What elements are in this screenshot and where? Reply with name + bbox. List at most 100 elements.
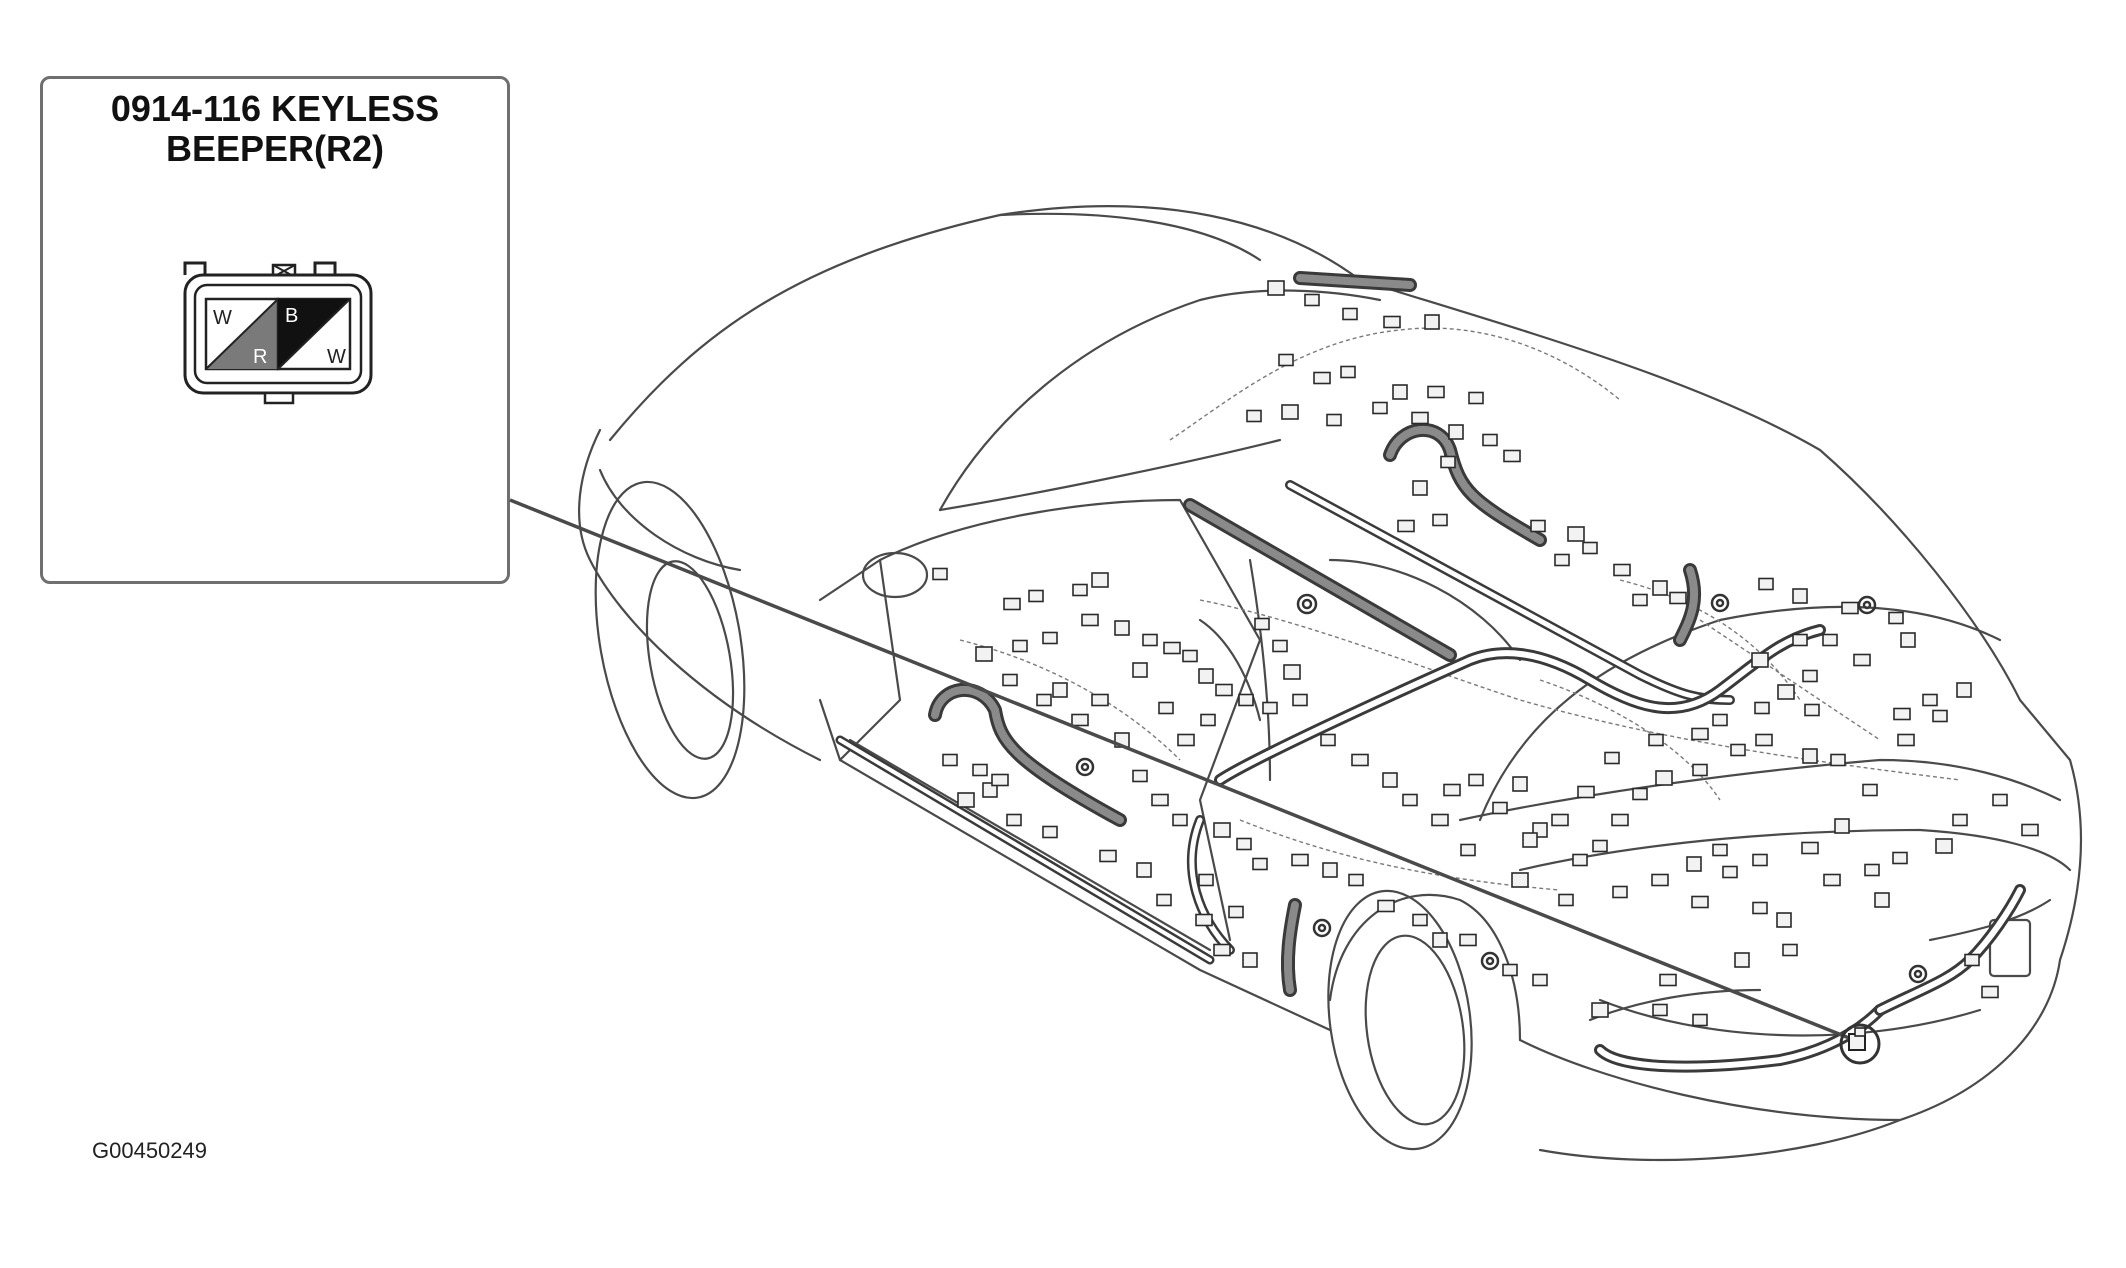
connector-box <box>1382 772 1398 788</box>
connector-box <box>1492 801 1508 815</box>
connector-box <box>1099 849 1117 863</box>
connector-box <box>1754 701 1770 715</box>
connector-box <box>1900 632 1916 648</box>
connector-box <box>1424 314 1440 330</box>
connector-box <box>1348 873 1364 887</box>
connector-box <box>1551 813 1569 827</box>
connector-box <box>1440 455 1456 469</box>
connector-box <box>1834 818 1850 834</box>
connector-box <box>1392 384 1408 400</box>
connector-box <box>1712 843 1728 857</box>
connector-box <box>1893 707 1911 721</box>
connector-box <box>1443 783 1461 797</box>
connector-box <box>1200 713 1216 727</box>
connector-box <box>1888 611 1904 625</box>
connector-box <box>982 782 998 798</box>
connector-box <box>1648 733 1664 747</box>
connector-box <box>1228 905 1244 919</box>
connector-box <box>1782 943 1798 957</box>
connector-box <box>1177 733 1195 747</box>
connector-drawing: W R B W <box>183 261 373 405</box>
connector-box <box>1922 693 1938 707</box>
connector-box <box>1792 588 1808 604</box>
connector-box <box>1372 401 1388 415</box>
connector-box <box>1132 662 1148 678</box>
connector-box <box>1981 985 1999 999</box>
connector-box <box>1042 825 1058 839</box>
connector-box <box>1151 793 1169 807</box>
connector-box <box>1577 785 1595 799</box>
connector-box <box>1655 770 1673 786</box>
connector-box <box>1591 1002 1609 1018</box>
connector-box <box>1278 353 1294 367</box>
connector-box <box>1304 293 1320 307</box>
connector-box <box>1213 943 1231 957</box>
connector-box <box>1412 913 1428 927</box>
connector-box <box>1830 753 1846 767</box>
connector-box <box>1652 1003 1668 1017</box>
connector-box <box>1072 583 1088 597</box>
connector-box <box>1554 553 1570 567</box>
connector-box <box>1091 572 1109 588</box>
connector-box <box>1692 763 1708 777</box>
callout-title-line1: 0914-116 KEYLESS <box>110 88 440 129</box>
connector-box <box>957 792 975 808</box>
connector-box <box>1468 773 1484 787</box>
connector-box <box>1236 837 1252 851</box>
connector-box <box>1342 307 1358 321</box>
connector-box <box>1691 727 1709 741</box>
connector-box <box>1792 633 1808 647</box>
connector-box <box>1002 673 1018 687</box>
connector-box <box>1802 669 1818 683</box>
connector-box <box>1752 853 1768 867</box>
connector-box <box>972 763 988 777</box>
connector-box <box>1804 703 1820 717</box>
connector-box <box>1864 863 1880 877</box>
pin-1-top-label: W <box>213 307 232 329</box>
connector-box <box>975 646 993 662</box>
connector-box <box>1712 713 1728 727</box>
connector-box <box>1956 682 1972 698</box>
connector-box <box>1776 912 1792 928</box>
pin-1-bottom-label: R <box>253 346 267 368</box>
connector-box <box>1604 751 1620 765</box>
connector-box <box>1283 664 1301 680</box>
connector-box <box>1511 872 1529 888</box>
connector-callout-box: 0914-116 KEYLESS BEEPER(R2) <box>40 76 510 584</box>
connector-box <box>1267 280 1285 296</box>
connector-box <box>1758 577 1774 591</box>
connector-box <box>1377 899 1395 913</box>
connector-box <box>1992 793 2008 807</box>
connector-box <box>1822 633 1838 647</box>
connector-box <box>1291 853 1309 867</box>
callout-title: 0914-116 KEYLESS BEEPER(R2) <box>43 89 507 169</box>
connector-box <box>1340 365 1356 379</box>
connector-box <box>1163 641 1181 655</box>
connector-box <box>1036 693 1052 707</box>
connector-box <box>1028 589 1044 603</box>
connector-box <box>991 773 1009 787</box>
connector-box <box>1512 776 1528 792</box>
connector-icon: W R B W <box>183 261 373 405</box>
connector-box <box>1195 913 1213 927</box>
connector-box <box>1198 873 1214 887</box>
connector-box <box>1351 753 1369 767</box>
connector-box <box>1874 892 1890 908</box>
connector-box <box>1892 851 1908 865</box>
connector-box <box>1006 813 1022 827</box>
connector-box <box>1841 601 1859 615</box>
connector-box <box>1734 952 1750 968</box>
connector-box <box>1632 787 1648 801</box>
connector-box <box>1431 813 1449 827</box>
connector-box <box>1652 580 1668 596</box>
connector-box <box>1412 480 1428 496</box>
connector-box <box>1411 411 1429 425</box>
connector-box <box>1897 733 1915 747</box>
connector-box <box>1003 597 1021 611</box>
connector-box <box>1532 973 1548 987</box>
connector-box <box>1262 701 1278 715</box>
connector-box <box>1686 856 1702 872</box>
connector-box <box>1582 541 1598 555</box>
connector-box <box>1213 822 1231 838</box>
